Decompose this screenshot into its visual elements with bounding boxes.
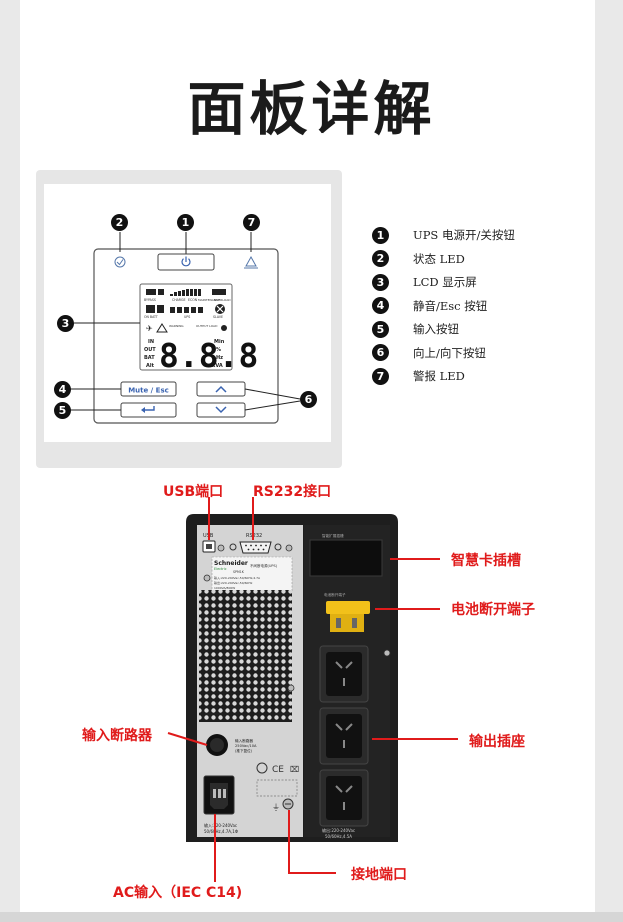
legend-number: 6 — [372, 344, 389, 361]
output-rating: 50/60Hz,4.5A — [325, 834, 352, 839]
lcd-label-percent: % — [216, 347, 221, 353]
lcd-digits: 8.8.8 — [159, 336, 258, 375]
callout-2: 2 — [111, 214, 128, 231]
legend-number: 2 — [372, 250, 389, 267]
battery-terminal — [326, 601, 370, 614]
legend-number: 5 — [372, 320, 389, 338]
usb-port-callout: USB端口 — [163, 484, 224, 500]
svg-text:⌧: ⌧ — [290, 765, 299, 774]
spec-line: 输入:220-240Vac,50/60Hz,4.7A — [214, 575, 261, 580]
lcd-label-bypass: BYPASS — [144, 298, 156, 302]
rs232-callout: RS232接口 — [253, 484, 332, 500]
mute-esc-label: Mute / Esc — [128, 387, 169, 395]
legend-number: 1 — [372, 226, 389, 244]
lcd-label-output-load: OUTPUT LOAD — [196, 324, 218, 328]
down-arrow-icon — [215, 406, 227, 414]
lcd-label-maintenance: MAINTENANCE — [198, 298, 220, 302]
legend-label: 静音/Esc 按钮 — [413, 298, 488, 313]
input-rating: 50/60Hz,4.7A,1Φ — [204, 829, 238, 834]
enter-icon — [141, 406, 155, 413]
bottom-strip — [0, 912, 623, 922]
callout-3: 3 — [57, 315, 74, 332]
legend-label: 警报 LED — [413, 369, 465, 383]
legend-number: 4 — [372, 297, 389, 314]
lcd-label-in: IN — [148, 339, 154, 345]
input-breaker-callout: 输入断路器 — [82, 728, 152, 744]
svg-text:✈: ✈ — [146, 324, 153, 333]
lcd-label-out: OUT — [144, 347, 156, 353]
lcd-label-min: Min — [214, 339, 225, 345]
lcd-label-onbatt: ON BATT — [144, 315, 158, 319]
alarm-led-icon — [244, 255, 258, 269]
legend-item: 1 UPS 电源开/关按钮 — [372, 225, 515, 245]
page-title: 面板详解 — [187, 75, 436, 143]
lcd-label-warning: WARNING — [169, 324, 184, 328]
svg-text:CE: CE — [272, 765, 284, 775]
smart-slot-caption: 智能扩展插槽 — [322, 533, 344, 538]
spec-line: 输出:220-240Vac,50/60Hz — [214, 580, 253, 585]
legend-item: 3 LCD 显示屏 — [372, 272, 477, 292]
lcd-label-overload: OVERLOAD — [214, 298, 231, 302]
lcd-label-econ: ECON — [188, 298, 198, 302]
ac-input-callout: AC输入（IEC C14) — [113, 885, 243, 901]
legend-item: 6 向上/向下按钮 — [372, 343, 486, 363]
legend-item: 7 警报 LED — [372, 366, 465, 386]
input-rating: 输入:220-240Vac — [204, 822, 237, 828]
output-sockets-callout: 输出插座 — [469, 734, 525, 750]
rs232-port-label: RS232 — [246, 533, 262, 539]
brand-sub-label: Electric — [214, 567, 227, 571]
output-sockets — [319, 645, 369, 827]
product-label — [211, 556, 293, 592]
lcd-label-alt: Alt — [146, 363, 155, 369]
breaker-caption: 输入断路器 — [235, 738, 253, 743]
legend-label: 状态 LED — [413, 251, 465, 266]
legend-number: 3 — [372, 273, 389, 291]
breaker-caption: (推下复位) — [235, 748, 253, 753]
lcd-label-ups: UPS — [184, 315, 190, 319]
smart-slot-callout: 智慧卡插槽 — [451, 553, 521, 569]
lcd-label-kva: kVA — [212, 363, 223, 369]
svg-text:⏚: ⏚ — [272, 803, 280, 812]
up-arrow-icon — [215, 385, 227, 393]
vent-grille — [199, 590, 292, 722]
legend-number: 7 — [372, 367, 389, 385]
legend-label: 输入按钮 — [413, 322, 459, 336]
legend-item: 5 输入按钮 — [372, 319, 459, 339]
callout-6: 6 — [300, 391, 317, 408]
callout-7: 7 — [243, 214, 260, 231]
legend-label: UPS 电源开/关按钮 — [413, 228, 515, 242]
legend-item: 2 状态 LED — [372, 249, 465, 269]
product-name-label: 不间断电源(UPS) — [250, 563, 278, 568]
lcd-label-charge: CHARGE — [172, 298, 186, 302]
model-label: SPM1K — [233, 570, 245, 574]
legend-item: 4 静音/Esc 按钮 — [372, 296, 487, 316]
smart-card-slot — [309, 539, 383, 577]
callout-5: 5 — [54, 402, 71, 419]
power-icon — [181, 256, 191, 267]
battery-caption: 电池断开端子 — [324, 592, 346, 597]
lcd-label-bat: BAT — [144, 355, 155, 361]
lcd-label-slave: SLAVE — [213, 315, 223, 319]
legend-label: LCD 显示屏 — [413, 275, 477, 289]
rs232-port — [239, 541, 272, 554]
lcd-label-hz: Hz — [216, 355, 223, 361]
breaker-caption: 250Vac/10A — [235, 744, 257, 748]
legend-label: 向上/向下按钮 — [413, 345, 486, 360]
status-led-icon — [114, 256, 126, 268]
ground-port-callout: 接地端口 — [351, 867, 407, 883]
callout-4: 4 — [54, 381, 71, 398]
battery-disconnect-callout: 电池断开端子 — [451, 602, 535, 618]
brand-label: Schneider — [214, 560, 248, 567]
output-rating: 输出:220-240Vac — [322, 827, 355, 833]
spec-line: 1000VA/800W — [214, 586, 235, 590]
callout-1: 1 — [177, 214, 194, 231]
